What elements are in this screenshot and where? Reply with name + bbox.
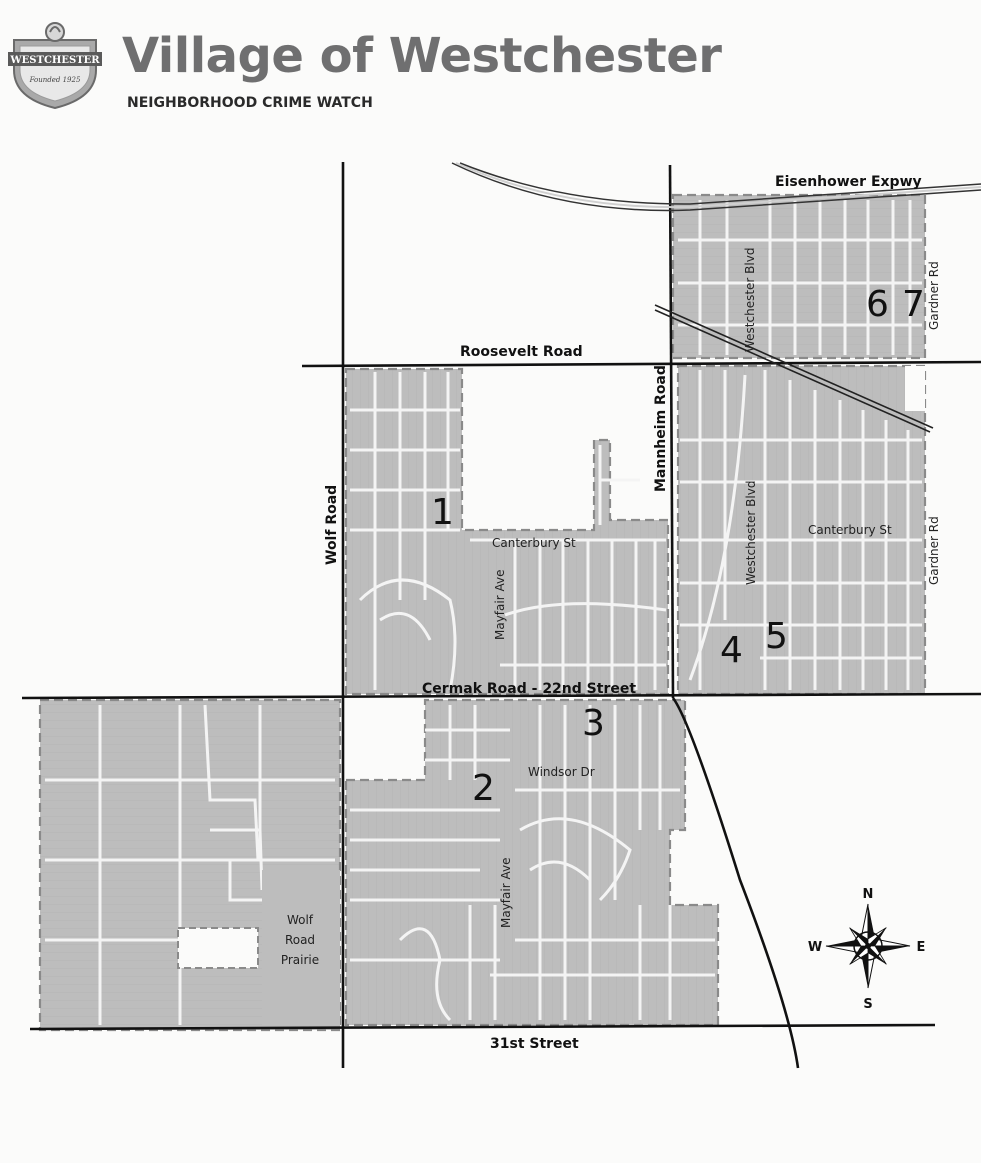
compass-north: N — [863, 887, 874, 902]
page-title: Village of Westchester — [122, 28, 722, 84]
street-label-canterbury-west: Canterbury St — [492, 536, 576, 550]
compass-rose-icon — [825, 903, 911, 989]
street-label-wolf: Wolf Road — [324, 485, 340, 565]
zone-5-label: 5 — [765, 616, 788, 657]
zone-6-label: 6 — [866, 284, 889, 325]
svg-text:Prairie: Prairie — [281, 953, 319, 967]
street-label-mayfair-south: Mayfair Ave — [499, 858, 513, 928]
compass-west: W — [808, 940, 822, 955]
major-roads — [21, 162, 981, 1069]
seal-banner-text: WESTCHESTER — [9, 55, 100, 66]
street-grid — [45, 200, 922, 1025]
zone-4-label: 4 — [720, 630, 743, 671]
svg-text:Wolf: Wolf — [287, 913, 314, 927]
zone-1-label: 1 — [431, 492, 454, 533]
street-label-windsor: Windsor Dr — [528, 765, 595, 779]
street-label-cermak: Cermak Road - 22nd Street — [422, 681, 636, 697]
village-seal-icon: WESTCHESTER Founded 1925 — [8, 22, 102, 110]
street-label-31st: 31st Street — [490, 1036, 579, 1052]
page-subtitle: NEIGHBORHOOD CRIME WATCH — [127, 95, 373, 111]
street-label-roosevelt: Roosevelt Road — [460, 344, 583, 360]
compass-south: S — [863, 997, 872, 1012]
header: WESTCHESTER Founded 1925 Village of West… — [0, 0, 981, 120]
street-label-mayfair-north: Mayfair Ave — [493, 570, 507, 640]
railroad — [654, 304, 934, 433]
seal-founded-text: Founded 1925 — [29, 76, 81, 84]
street-label-westchester-blvd-south: Westchester Blvd — [744, 481, 758, 585]
street-label-westchester-blvd-north: Westchester Blvd — [743, 248, 757, 352]
zone-2-label: 2 — [472, 768, 495, 809]
village-boundary — [38, 193, 927, 1032]
zone-7-label: 7 — [902, 284, 925, 325]
open-area-east — [905, 366, 925, 411]
street-label-eisenhower: Eisenhower Expwy — [775, 174, 922, 190]
svg-text:Road: Road — [285, 933, 315, 947]
street-label-gardner-north: Gardner Rd — [927, 261, 941, 330]
eisenhower-expressway — [451, 162, 981, 212]
street-label-gardner-south: Gardner Rd — [927, 516, 941, 585]
wolf-road-prairie-label: Wolf Road Prairie — [281, 913, 319, 967]
open-lot-area — [177, 927, 259, 969]
street-label-canterbury-east: Canterbury St — [808, 523, 892, 537]
street-label-mannheim: Mannheim Road — [653, 365, 669, 492]
zone-3-label: 3 — [582, 703, 605, 744]
wolf-road-prairie-area — [262, 870, 340, 1025]
compass-east: E — [917, 940, 926, 955]
